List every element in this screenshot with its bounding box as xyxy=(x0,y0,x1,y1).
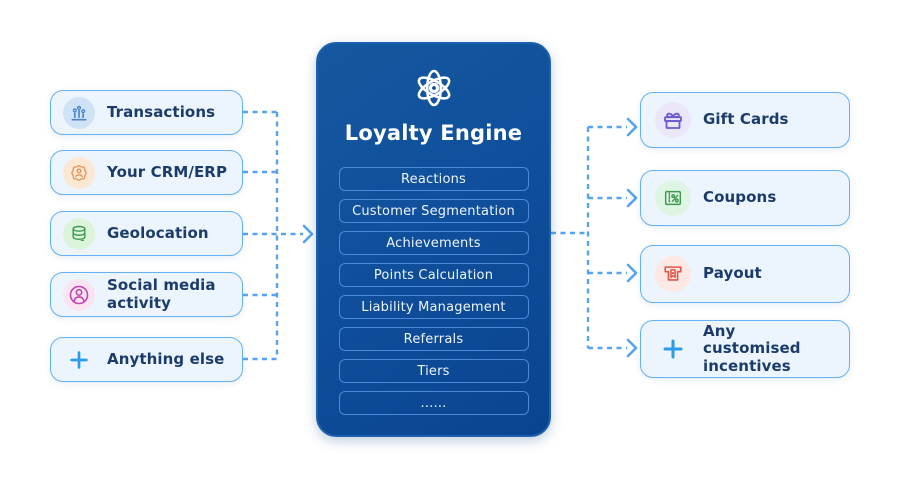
arrowhead-right-3 xyxy=(626,263,638,283)
card-label: Any customised incentives xyxy=(703,322,801,375)
atom-icon xyxy=(417,69,450,107)
coupon-icon xyxy=(655,180,691,216)
card-label: Social media activity xyxy=(107,276,216,312)
person-circle-icon xyxy=(63,278,95,311)
payout-icon xyxy=(655,256,691,292)
reward-card-gift-cards: Gift Cards xyxy=(640,92,850,148)
card-label: Payout xyxy=(703,264,762,283)
input-card-social-media: Social media activity xyxy=(50,272,243,317)
plus-icon xyxy=(655,331,691,367)
input-card-anything-else: Anything else xyxy=(50,337,243,382)
card-label: Gift Cards xyxy=(703,110,789,129)
crm-badge-icon xyxy=(63,156,95,189)
engine-item: Customer Segmentation xyxy=(338,199,529,223)
loyalty-engine-panel: Loyalty Engine Reactions Customer Segmen… xyxy=(316,42,551,437)
engine-item: Liability Management xyxy=(338,295,529,319)
engine-title: Loyalty Engine xyxy=(344,121,523,145)
input-card-crm-erp: Your CRM/ERP xyxy=(50,150,243,195)
reward-card-custom-incentives: Any customised incentives xyxy=(640,320,850,378)
arrowhead-engine xyxy=(302,224,314,244)
reward-card-coupons: Coupons xyxy=(640,170,850,226)
plus-icon xyxy=(63,344,95,376)
card-label: Coupons xyxy=(703,188,777,207)
engine-item: Achievements xyxy=(338,231,529,255)
input-card-geolocation: Geolocation xyxy=(50,211,243,256)
engine-feature-list: Reactions Customer Segmentation Achievem… xyxy=(338,167,529,415)
engine-item: Reactions xyxy=(338,167,529,191)
arrowhead-right-4 xyxy=(626,338,638,358)
engine-item: Tiers xyxy=(338,359,529,383)
reward-card-payout: Payout xyxy=(640,245,850,303)
card-label: Geolocation xyxy=(107,223,209,242)
gift-icon xyxy=(655,102,691,138)
arrowhead-right-1 xyxy=(626,117,638,137)
card-label: Your CRM/ERP xyxy=(107,162,228,181)
engine-item: ...... xyxy=(338,391,529,415)
input-card-transactions: Transactions xyxy=(50,90,243,135)
bar-chart-icon xyxy=(63,96,95,129)
database-icon xyxy=(63,217,95,250)
card-label: Anything else xyxy=(107,349,225,368)
engine-item: Points Calculation xyxy=(338,263,529,287)
card-label: Transactions xyxy=(107,102,216,121)
arrowhead-right-2 xyxy=(626,188,638,208)
engine-item: Referrals xyxy=(338,327,529,351)
